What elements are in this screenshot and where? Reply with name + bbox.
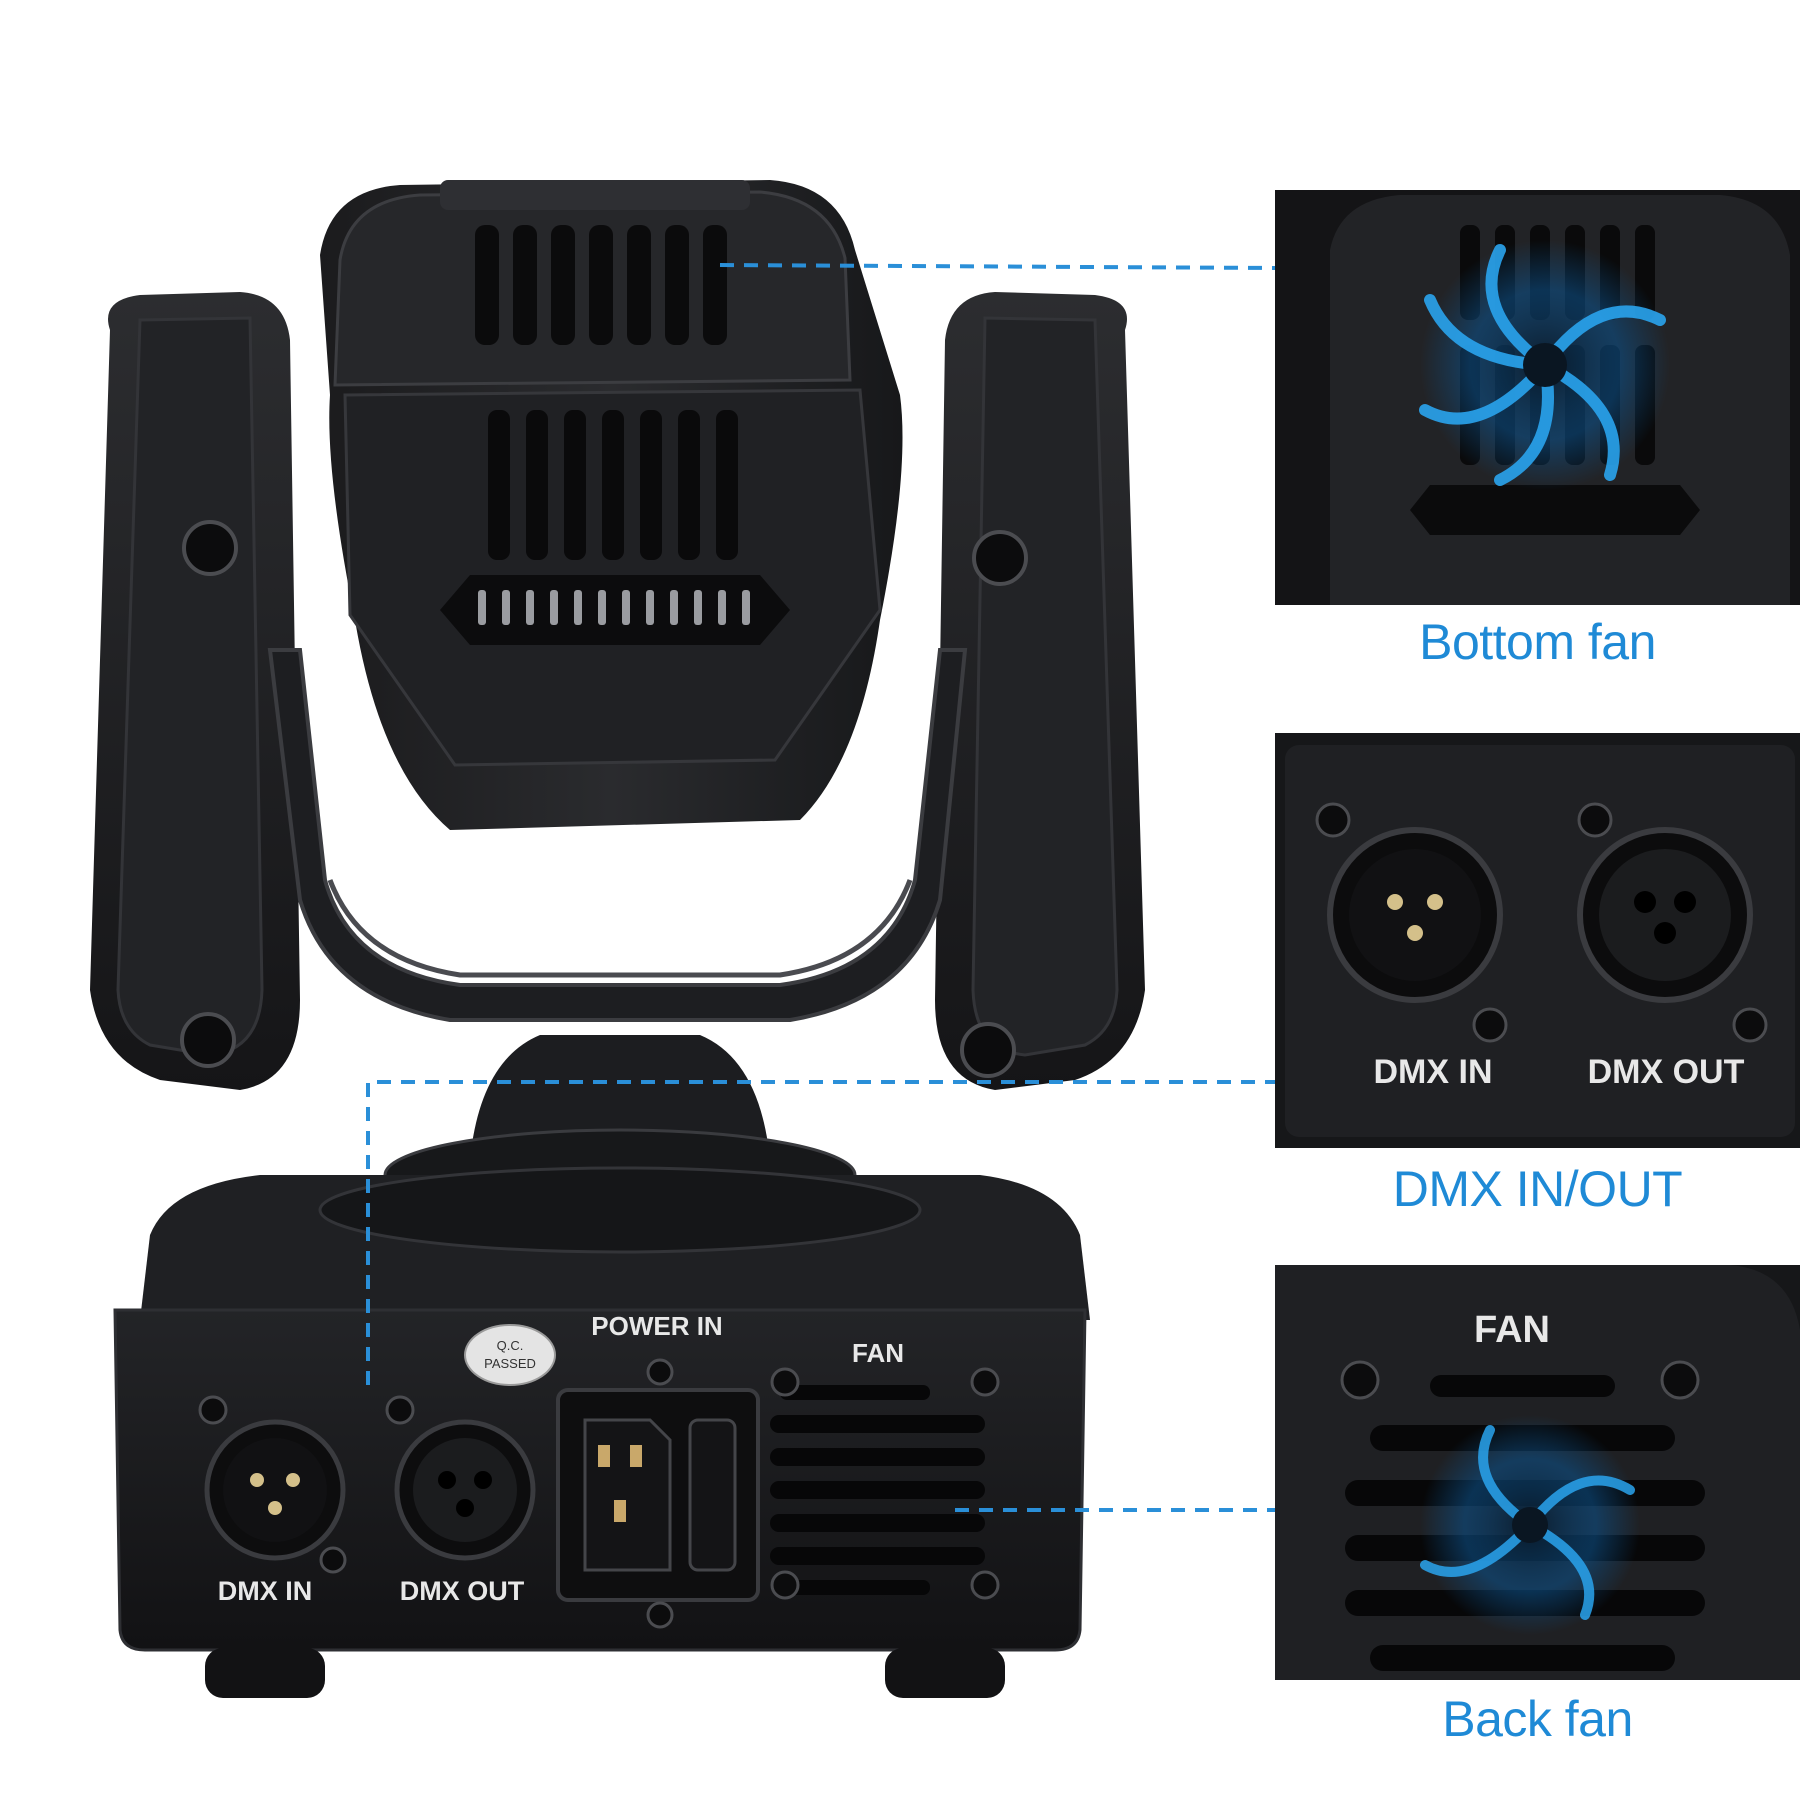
power-in-label: POWER IN xyxy=(591,1311,722,1341)
bottom-fan-inset xyxy=(1275,190,1800,605)
dmx-out-label: DMX OUT xyxy=(400,1576,525,1606)
caption-back-fan: Back fan xyxy=(1442,1691,1633,1747)
inset-dmx-out-label: DMX OUT xyxy=(1588,1053,1745,1091)
dmx-inset xyxy=(1275,733,1800,1148)
callout-line-bottom-fan xyxy=(719,263,1276,270)
callout-lines xyxy=(366,263,1276,1512)
dmx-in-label: DMX IN xyxy=(218,1576,313,1606)
qc-sticker-line2: PASSED xyxy=(484,1356,536,1371)
fan-label: FAN xyxy=(852,1338,904,1368)
back-fan-inset xyxy=(1275,1265,1800,1680)
inset-dmx-in-label: DMX IN xyxy=(1374,1053,1493,1091)
moving-head-fixture xyxy=(90,180,1145,1698)
inset-fan-label: FAN xyxy=(1474,1309,1550,1351)
caption-dmx-in-out: DMX IN/OUT xyxy=(1392,1161,1683,1217)
qc-sticker-line1: Q.C. xyxy=(497,1338,524,1353)
callout-line-dmx xyxy=(366,1080,1275,1385)
caption-bottom-fan: Bottom fan xyxy=(1419,614,1656,670)
